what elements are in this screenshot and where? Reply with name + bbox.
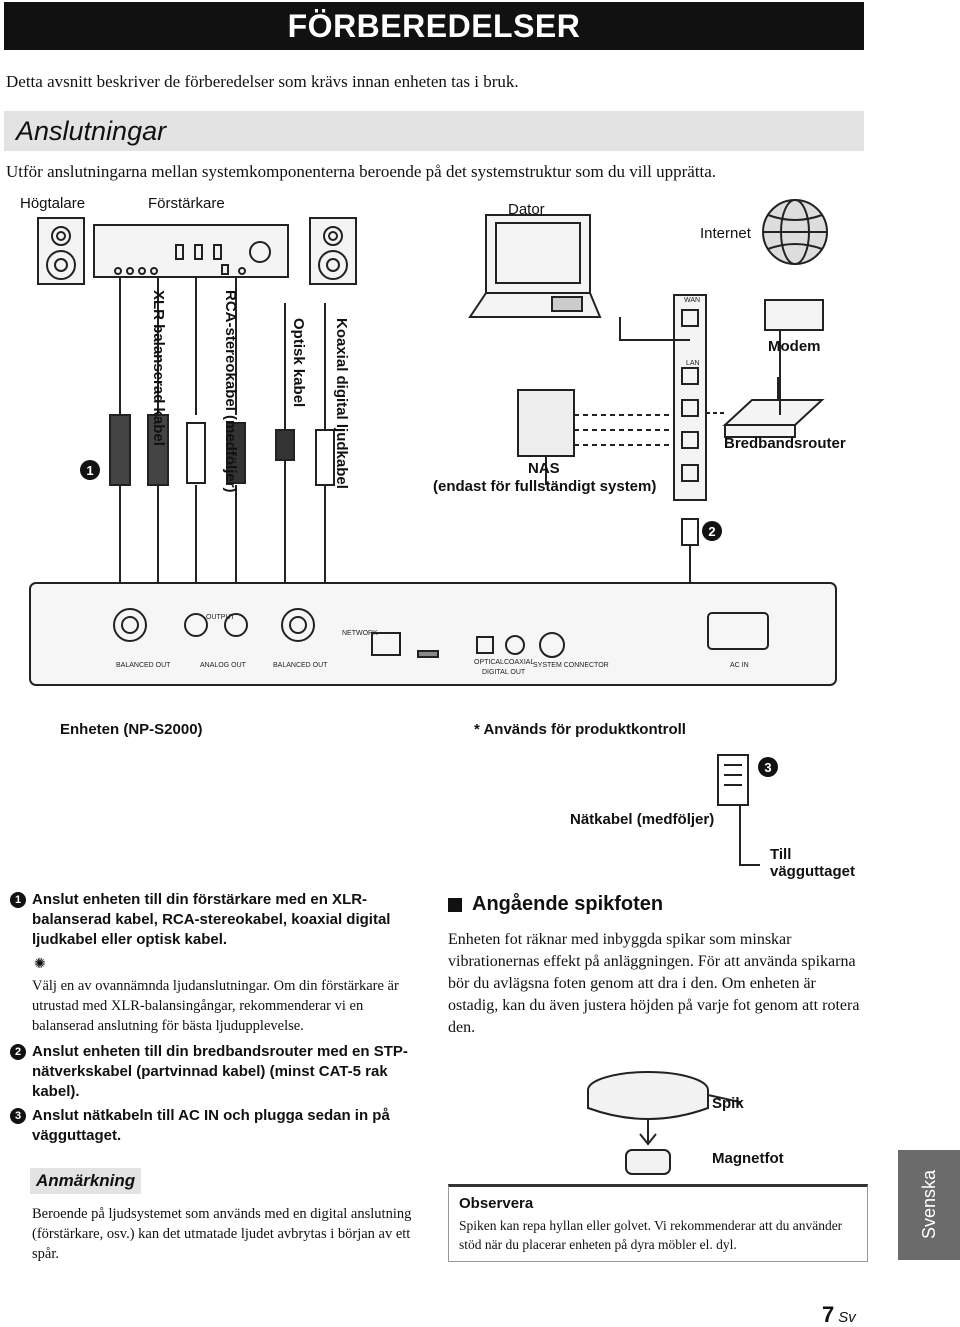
speaker-right-icon: [309, 217, 357, 285]
step-badge-3: 3: [758, 757, 778, 777]
panel-digital-out: DIGITAL OUT: [482, 669, 526, 676]
page-title: FÖRBEREDELSER: [4, 2, 864, 50]
lan-label: LAN: [686, 360, 700, 367]
router-label: Bredbandsrouter: [724, 435, 846, 452]
wall-outlet-label-2: vägguttaget: [770, 863, 856, 880]
spike-text: Enheten fot räknar med inbyggda spikar s…: [448, 931, 860, 1036]
router-icon: [722, 377, 825, 438]
steps-list: 1 Anslut enheten till din förstärkare me…: [10, 890, 420, 1150]
lightbulb-icon: ✺: [34, 956, 46, 972]
magnet-foot-label: Magnetfot: [712, 1150, 784, 1167]
panel-output-label: OUTPUT: [206, 614, 235, 621]
modem-label: Modem: [768, 338, 821, 355]
note-label: Anmärkning: [30, 1168, 142, 1194]
panel-optical: OPTICAL: [474, 659, 504, 666]
cable-coax-label: Koaxial digital ljudkabel: [333, 318, 350, 489]
step-1-text: Anslut enheten till din förstärkare med …: [32, 891, 391, 948]
connection-diagram: [29, 199, 837, 866]
step-2-badge: 2: [10, 1044, 26, 1060]
power-cable-label: Nätkabel (medföljer): [570, 811, 715, 828]
nas-icon: [517, 389, 575, 457]
step-2-text: Anslut enheten till din bredbandsrouter …: [32, 1043, 408, 1100]
step-3-text: Anslut nätkabeln till AC IN och plugga s…: [32, 1107, 390, 1144]
cable-optical-label: Optisk kabel: [290, 318, 307, 408]
step-2: 2 Anslut enheten till din bredbandsroute…: [10, 1042, 420, 1102]
cable-xlr-label: XLR balanserad kabel: [150, 290, 167, 446]
step-badge-1: 1: [80, 460, 100, 480]
speaker-label: Högtalare: [20, 195, 86, 212]
spike-heading: Angående spikfoten: [448, 893, 663, 916]
observe-box: Observera Spiken kan repa hyllan eller g…: [448, 1184, 868, 1262]
page-number-suffix: Sv: [838, 1309, 856, 1326]
square-bullet-icon: [448, 897, 462, 912]
page-number-value: 7: [822, 1302, 835, 1327]
nas-sublabel: (endast för fullständigt system): [433, 478, 657, 495]
unit-label: Enheten (NP-S2000): [60, 721, 203, 738]
panel-balanced-out-l: BALANCED OUT: [273, 662, 328, 669]
panel-analog-out: ANALOG OUT: [200, 662, 246, 669]
step-1: 1 Anslut enheten till din förstärkare me…: [10, 890, 420, 950]
spike-title: Angående spikfoten: [472, 893, 664, 915]
observe-title: Observera: [459, 1195, 534, 1212]
section-intro: Utför anslutningarna mellan systemkompon…: [6, 162, 717, 181]
step-3: 3 Anslut nätkabeln till AC IN och plugga…: [10, 1106, 420, 1146]
panel-system-connector: SYSTEM CONNECTOR: [533, 662, 609, 669]
computer-icon: [468, 214, 602, 318]
computer-label: Dator: [508, 201, 545, 218]
amplifier-icon: [93, 224, 289, 278]
step-3-badge: 3: [10, 1108, 26, 1124]
wall-outlet-label-1: Till: [770, 846, 792, 863]
nas-label: NAS: [528, 460, 560, 477]
panel-balanced-out-r: BALANCED OUT: [116, 662, 171, 669]
unit-rear-panel: [29, 582, 837, 686]
power-plug-icon: [717, 754, 749, 806]
panel-coaxial: COAXIAL: [504, 659, 535, 666]
step-badge-2: 2: [702, 521, 722, 541]
language-tab: Svenska: [898, 1150, 960, 1260]
observe-text: Spiken kan repa hyllan eller golvet. Vi …: [459, 1218, 843, 1252]
modem-icon: [764, 299, 824, 331]
spike-foot-diagram: [587, 1071, 740, 1175]
network-hub-icon: [673, 294, 707, 501]
tip-text: Välj en av ovannämnda ljudanslutningar. …: [32, 978, 399, 1034]
panel-ac-in: AC IN: [730, 662, 749, 669]
speaker-left-icon: [37, 217, 85, 285]
internet-label: Internet: [700, 225, 751, 242]
panel-network-label: NETWORK: [342, 630, 378, 637]
note-text: Beroende på ljudsystemet som används med…: [32, 1206, 412, 1262]
globe-icon: [762, 199, 828, 265]
amplifier-label: Förstärkare: [148, 195, 225, 212]
language-label: Svenska: [918, 1170, 939, 1240]
section-heading: Anslutningar: [4, 111, 864, 151]
product-control-note: * Används för produktkontroll: [474, 721, 686, 738]
cable-rca-label: RCA-stereokabel (medföljer): [222, 290, 239, 493]
intro-text: Detta avsnitt beskriver de förberedelser…: [6, 72, 519, 91]
spike-label: Spik: [712, 1095, 744, 1112]
step-1-badge: 1: [10, 892, 26, 908]
wan-label: WAN: [684, 297, 701, 304]
